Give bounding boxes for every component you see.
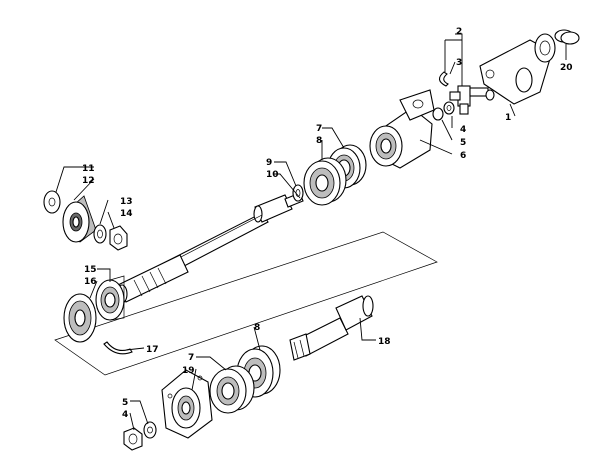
u-joint-cross-2 (449, 85, 495, 115)
label-6: 6 (460, 151, 466, 161)
label-12: 12 (82, 176, 95, 186)
label-1: 1 (505, 113, 511, 123)
bearing-7-upper (303, 157, 347, 206)
label-5-upper: 5 (460, 138, 466, 148)
label-4-lower: 4 (122, 410, 128, 420)
assembly-boundary-plate (54, 231, 438, 376)
label-8-lower: 8 (254, 323, 260, 333)
washer-5-lower (143, 421, 157, 439)
label-10: 10 (266, 170, 279, 180)
spring-clip-20 (554, 29, 580, 45)
bearing-15 (95, 275, 125, 321)
label-13: 13 (120, 197, 133, 207)
slip-yoke-1 (479, 33, 556, 105)
seal-4-upper (443, 101, 455, 115)
yoke-6 (369, 89, 435, 169)
washer-9-10 (292, 184, 304, 202)
label-2: 2 (456, 27, 462, 37)
leader-lines (55, 33, 567, 431)
label-7-lower: 7 (188, 353, 194, 363)
label-4-upper: 4 (460, 125, 466, 135)
output-shaft-18 (289, 295, 374, 361)
circlip-3 (438, 71, 449, 87)
label-8-upper: 8 (316, 136, 322, 146)
label-20: 20 (560, 63, 573, 73)
label-3: 3 (456, 58, 462, 68)
label-9: 9 (266, 158, 272, 168)
label-14: 14 (120, 209, 133, 219)
snap-ring-17 (103, 341, 133, 355)
label-19: 19 (182, 366, 195, 376)
label-5-lower: 5 (122, 398, 128, 408)
washer-11 (43, 190, 61, 214)
label-17: 17 (146, 345, 159, 355)
washer-13 (93, 224, 107, 244)
label-15: 15 (84, 265, 97, 275)
bearing-cap-5-upper (432, 107, 444, 121)
callout-labels: 2 3 20 1 4 5 6 7 8 9 10 11 12 13 14 15 1… (82, 27, 573, 420)
ring-gear-16 (63, 293, 97, 343)
label-18: 18 (378, 337, 391, 347)
flange-19 (161, 369, 213, 439)
splined-shaft-end (116, 254, 189, 304)
nut-14 (109, 225, 128, 251)
label-11: 11 (82, 164, 95, 174)
bearing-7-lower (209, 365, 255, 414)
pinion-gear-12 (62, 195, 97, 243)
label-7-upper: 7 (316, 124, 322, 134)
label-16: 16 (84, 277, 97, 287)
nut-4-lower (123, 427, 143, 451)
